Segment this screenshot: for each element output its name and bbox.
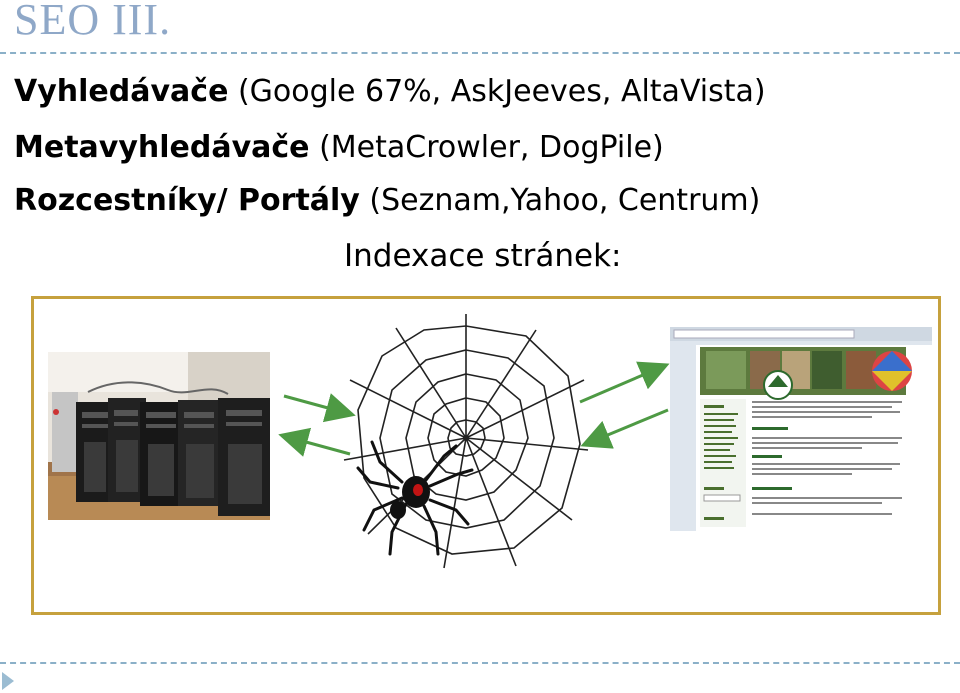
line-term: Vyhledávače: [14, 74, 229, 109]
line-examples: (Google 67%, AskJeeves, AltaVista): [228, 74, 766, 109]
bullet-line-portals: Rozcestníky/ Portály (Seznam,Yahoo, Cent…: [14, 183, 760, 218]
line-examples: (Seznam,Yahoo, Centrum): [359, 183, 761, 218]
arrow-web-to-servers: [278, 427, 351, 457]
slide-title: SEO III.: [14, 0, 172, 44]
arrow-site-to-web: [580, 408, 669, 449]
indexing-heading: Indexace stránek:: [344, 238, 622, 274]
bullet-line-metasearch: Metavyhledávače (MetaCrowler, DogPile): [14, 130, 664, 165]
website-screenshot-image: [670, 327, 932, 531]
bullet-line-search-engines: Vyhledávače (Google 67%, AskJeeves, Alta…: [14, 74, 766, 109]
spider-web-image: [343, 314, 589, 569]
line-examples: (MetaCrowler, DogPile): [309, 130, 664, 165]
top-divider: [0, 52, 960, 54]
arrows-layer: [278, 361, 670, 457]
line-term: Rozcestníky/ Portály: [14, 183, 360, 218]
spider-icon: [356, 440, 474, 556]
servers-image: [48, 352, 270, 520]
bottom-divider: [0, 662, 960, 664]
nav-triangle-icon[interactable]: [2, 672, 14, 690]
line-term: Metavyhledávače: [14, 130, 310, 165]
arrow-servers-to-web: [283, 393, 356, 423]
arrow-web-to-site: [579, 361, 670, 404]
